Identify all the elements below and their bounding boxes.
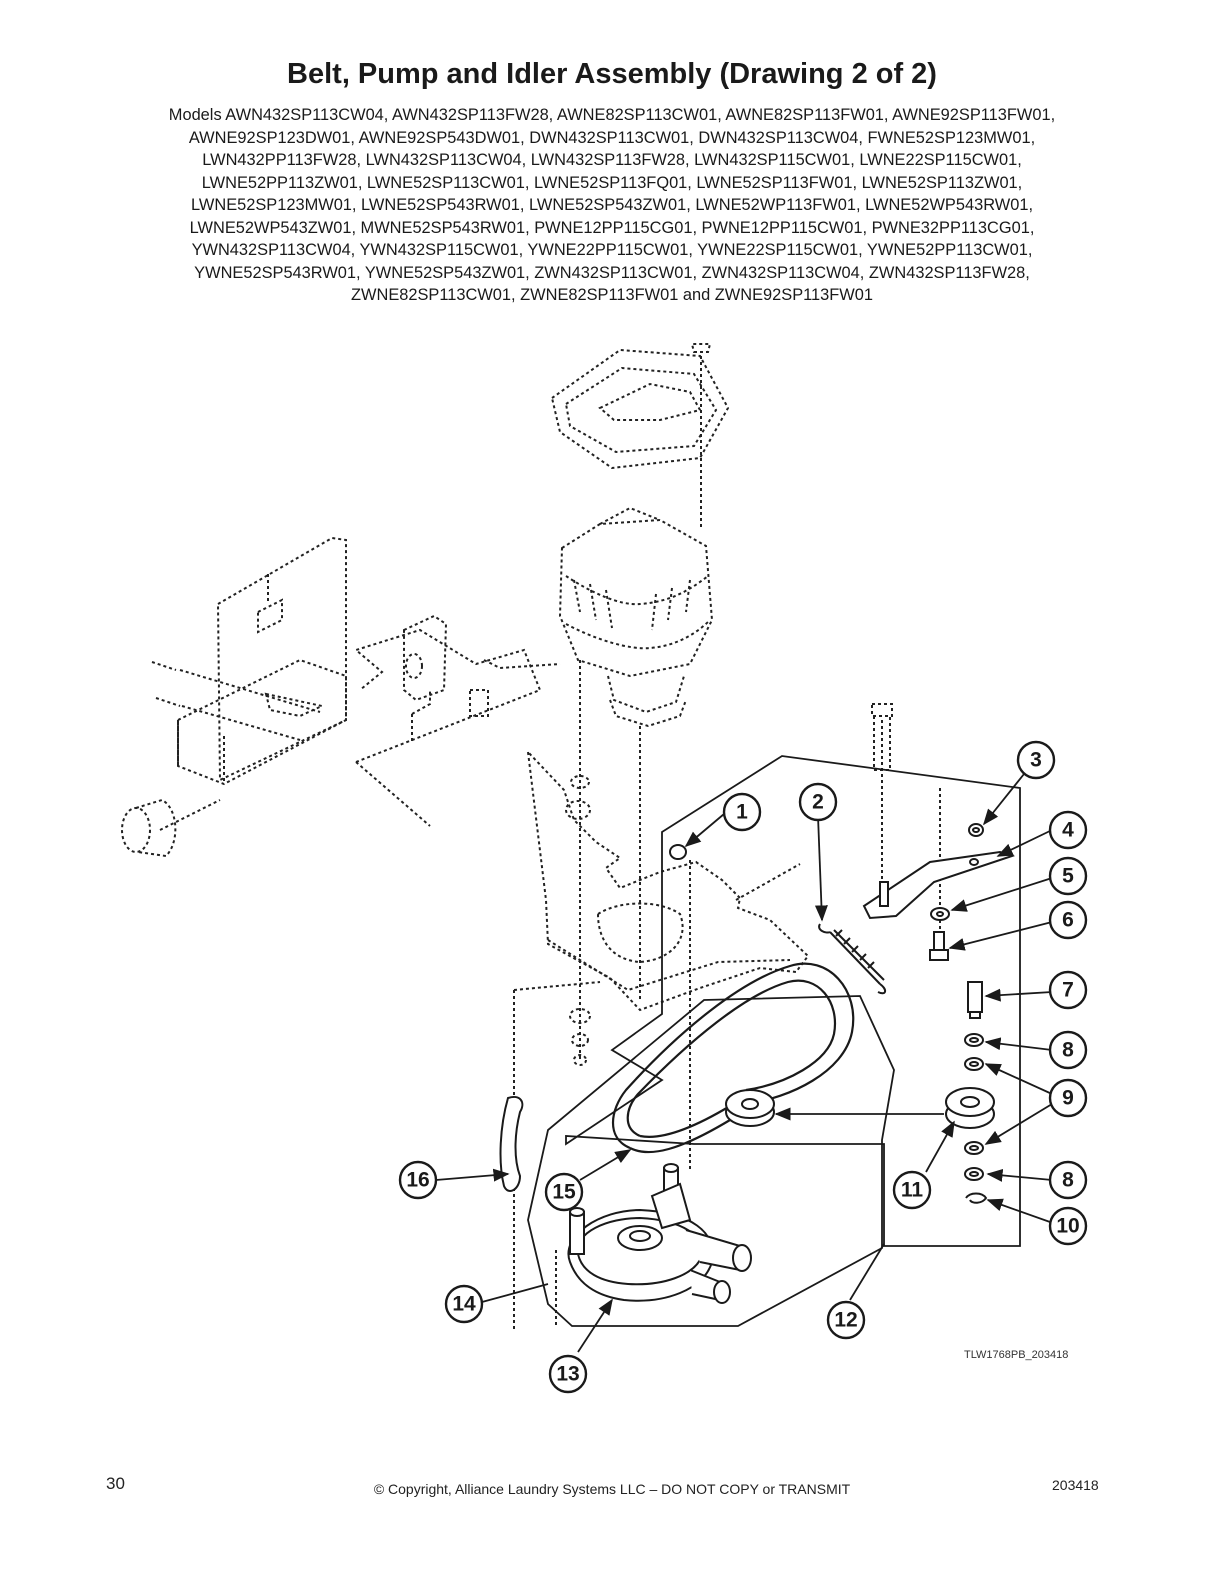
grommet-stack	[565, 660, 591, 1066]
leader-4	[996, 829, 1053, 857]
callout-13: 13	[556, 1363, 579, 1386]
leader-15	[579, 1149, 632, 1181]
callout-8a: 8	[1062, 1039, 1074, 1062]
screws-left	[151, 661, 489, 744]
switch-plate-outline	[216, 536, 347, 782]
models-line: YWNE52SP543RW01, YWNE52SP543ZW01, ZWN432…	[194, 263, 1030, 282]
leader-6	[948, 921, 1053, 951]
callout-7: 7	[1062, 979, 1074, 1002]
washer-part	[930, 907, 950, 921]
callout-3: 3	[1030, 749, 1042, 772]
models-line: LWNE52WP543ZW01, MWNE52SP543RW01, PWNE12…	[189, 218, 1035, 237]
page-number: 30	[106, 1474, 125, 1493]
pump-group-outline	[527, 995, 895, 1327]
idler-group-outline	[565, 755, 1021, 1247]
leader-2	[814, 815, 828, 922]
callouts	[398, 740, 1088, 1394]
leader-16	[435, 1168, 510, 1182]
leader-7	[984, 988, 1053, 1002]
idler-pulley-belt-side	[725, 1089, 775, 1127]
document-number: 203418	[1052, 1477, 1099, 1493]
drain-pump	[567, 1163, 752, 1304]
callout-16: 16	[406, 1169, 429, 1192]
spacer-washers	[964, 1033, 984, 1181]
models-line: ZWNE82SP113CW01, ZWNE82SP113FW01 and ZWN…	[351, 286, 873, 304]
models-line: LWNE52PP113ZW01, LWNE52SP113CW01, LWNE52…	[201, 173, 1023, 192]
retaining-ring-part	[965, 1192, 988, 1204]
callout-2: 2	[812, 791, 824, 814]
callout-5: 5	[1062, 865, 1074, 888]
models-line: LWNE52SP123MW01, LWNE52SP543RW01, LWNE52…	[190, 196, 1034, 214]
callout-11: 11	[901, 1179, 924, 1202]
timer-box-outline	[177, 658, 347, 786]
idler-pulley	[945, 1087, 995, 1129]
tension-spring	[818, 923, 886, 995]
belt-guide-clip	[499, 1096, 524, 1192]
leader-13	[577, 1298, 613, 1353]
leader-lines	[435, 773, 1053, 1353]
leader-9b	[984, 1103, 1053, 1145]
callout-1: 1	[736, 801, 748, 824]
callout-4: 4	[1062, 819, 1074, 842]
callout-14: 14	[452, 1293, 476, 1316]
leader-8b	[986, 1168, 1053, 1182]
leader-10	[986, 1198, 1051, 1223]
leader-9a	[984, 1063, 1053, 1095]
idler-bracket	[862, 850, 1016, 920]
models-list: Models AWN432SP113CW04, AWN432SP113FW28,…	[100, 104, 1124, 307]
frame-outline	[353, 628, 561, 827]
bracket-tab	[669, 844, 687, 860]
callout-labels: 1 2 3 4 5 6 7 8 9 8 10 11 12 13 14 15 16	[406, 749, 1079, 1386]
callout-6: 6	[1062, 909, 1074, 932]
motor-mount-outline	[526, 749, 810, 1012]
shoulder-bolt-part	[929, 931, 949, 961]
models-line: Models AWN432SP113CW04, AWN432SP113FW28,…	[168, 106, 1056, 124]
page-title: Belt, Pump and Idler Assembly (Drawing 2…	[287, 58, 937, 90]
leader-11a	[925, 1120, 955, 1173]
guide-line	[735, 863, 801, 901]
cover-screw	[690, 343, 712, 530]
knob-outline	[121, 798, 221, 858]
reference-parts-dashed	[121, 343, 941, 1330]
models-line: AWNE92SP123DW01, AWNE92SP543DW01, DWN432…	[188, 128, 1036, 147]
drawing-reference: TLW1768PB_203418	[964, 1349, 1069, 1361]
nut-part	[968, 823, 984, 837]
callout-15: 15	[552, 1181, 576, 1204]
group-outline-boxes	[527, 755, 1021, 1327]
drive-belt	[612, 962, 855, 1154]
leader-12	[849, 1243, 885, 1301]
leader-14	[481, 1283, 549, 1303]
idler-shaft-part	[967, 981, 983, 1019]
upright-bracket-outline	[403, 614, 448, 702]
leader-1	[684, 813, 725, 848]
models-line: YWN432SP113CW04, YWN432SP115CW01, YWNE22…	[191, 241, 1033, 259]
callout-12: 12	[834, 1309, 857, 1332]
leader-3	[982, 773, 1025, 826]
copyright-notice: © Copyright, Alliance Laundry Systems LL…	[373, 1481, 851, 1497]
leader-8a	[984, 1037, 1053, 1051]
callout-8b: 8	[1062, 1169, 1074, 1192]
models-line: LWN432PP113FW28, LWN432SP113CW04, LWN432…	[202, 151, 1022, 169]
top-cover-outline	[550, 348, 730, 470]
motor-outline	[558, 506, 714, 1000]
leader-5	[950, 877, 1053, 912]
callout-9: 9	[1062, 1087, 1074, 1110]
idler-stud-part	[871, 703, 893, 771]
callout-10: 10	[1056, 1215, 1079, 1238]
